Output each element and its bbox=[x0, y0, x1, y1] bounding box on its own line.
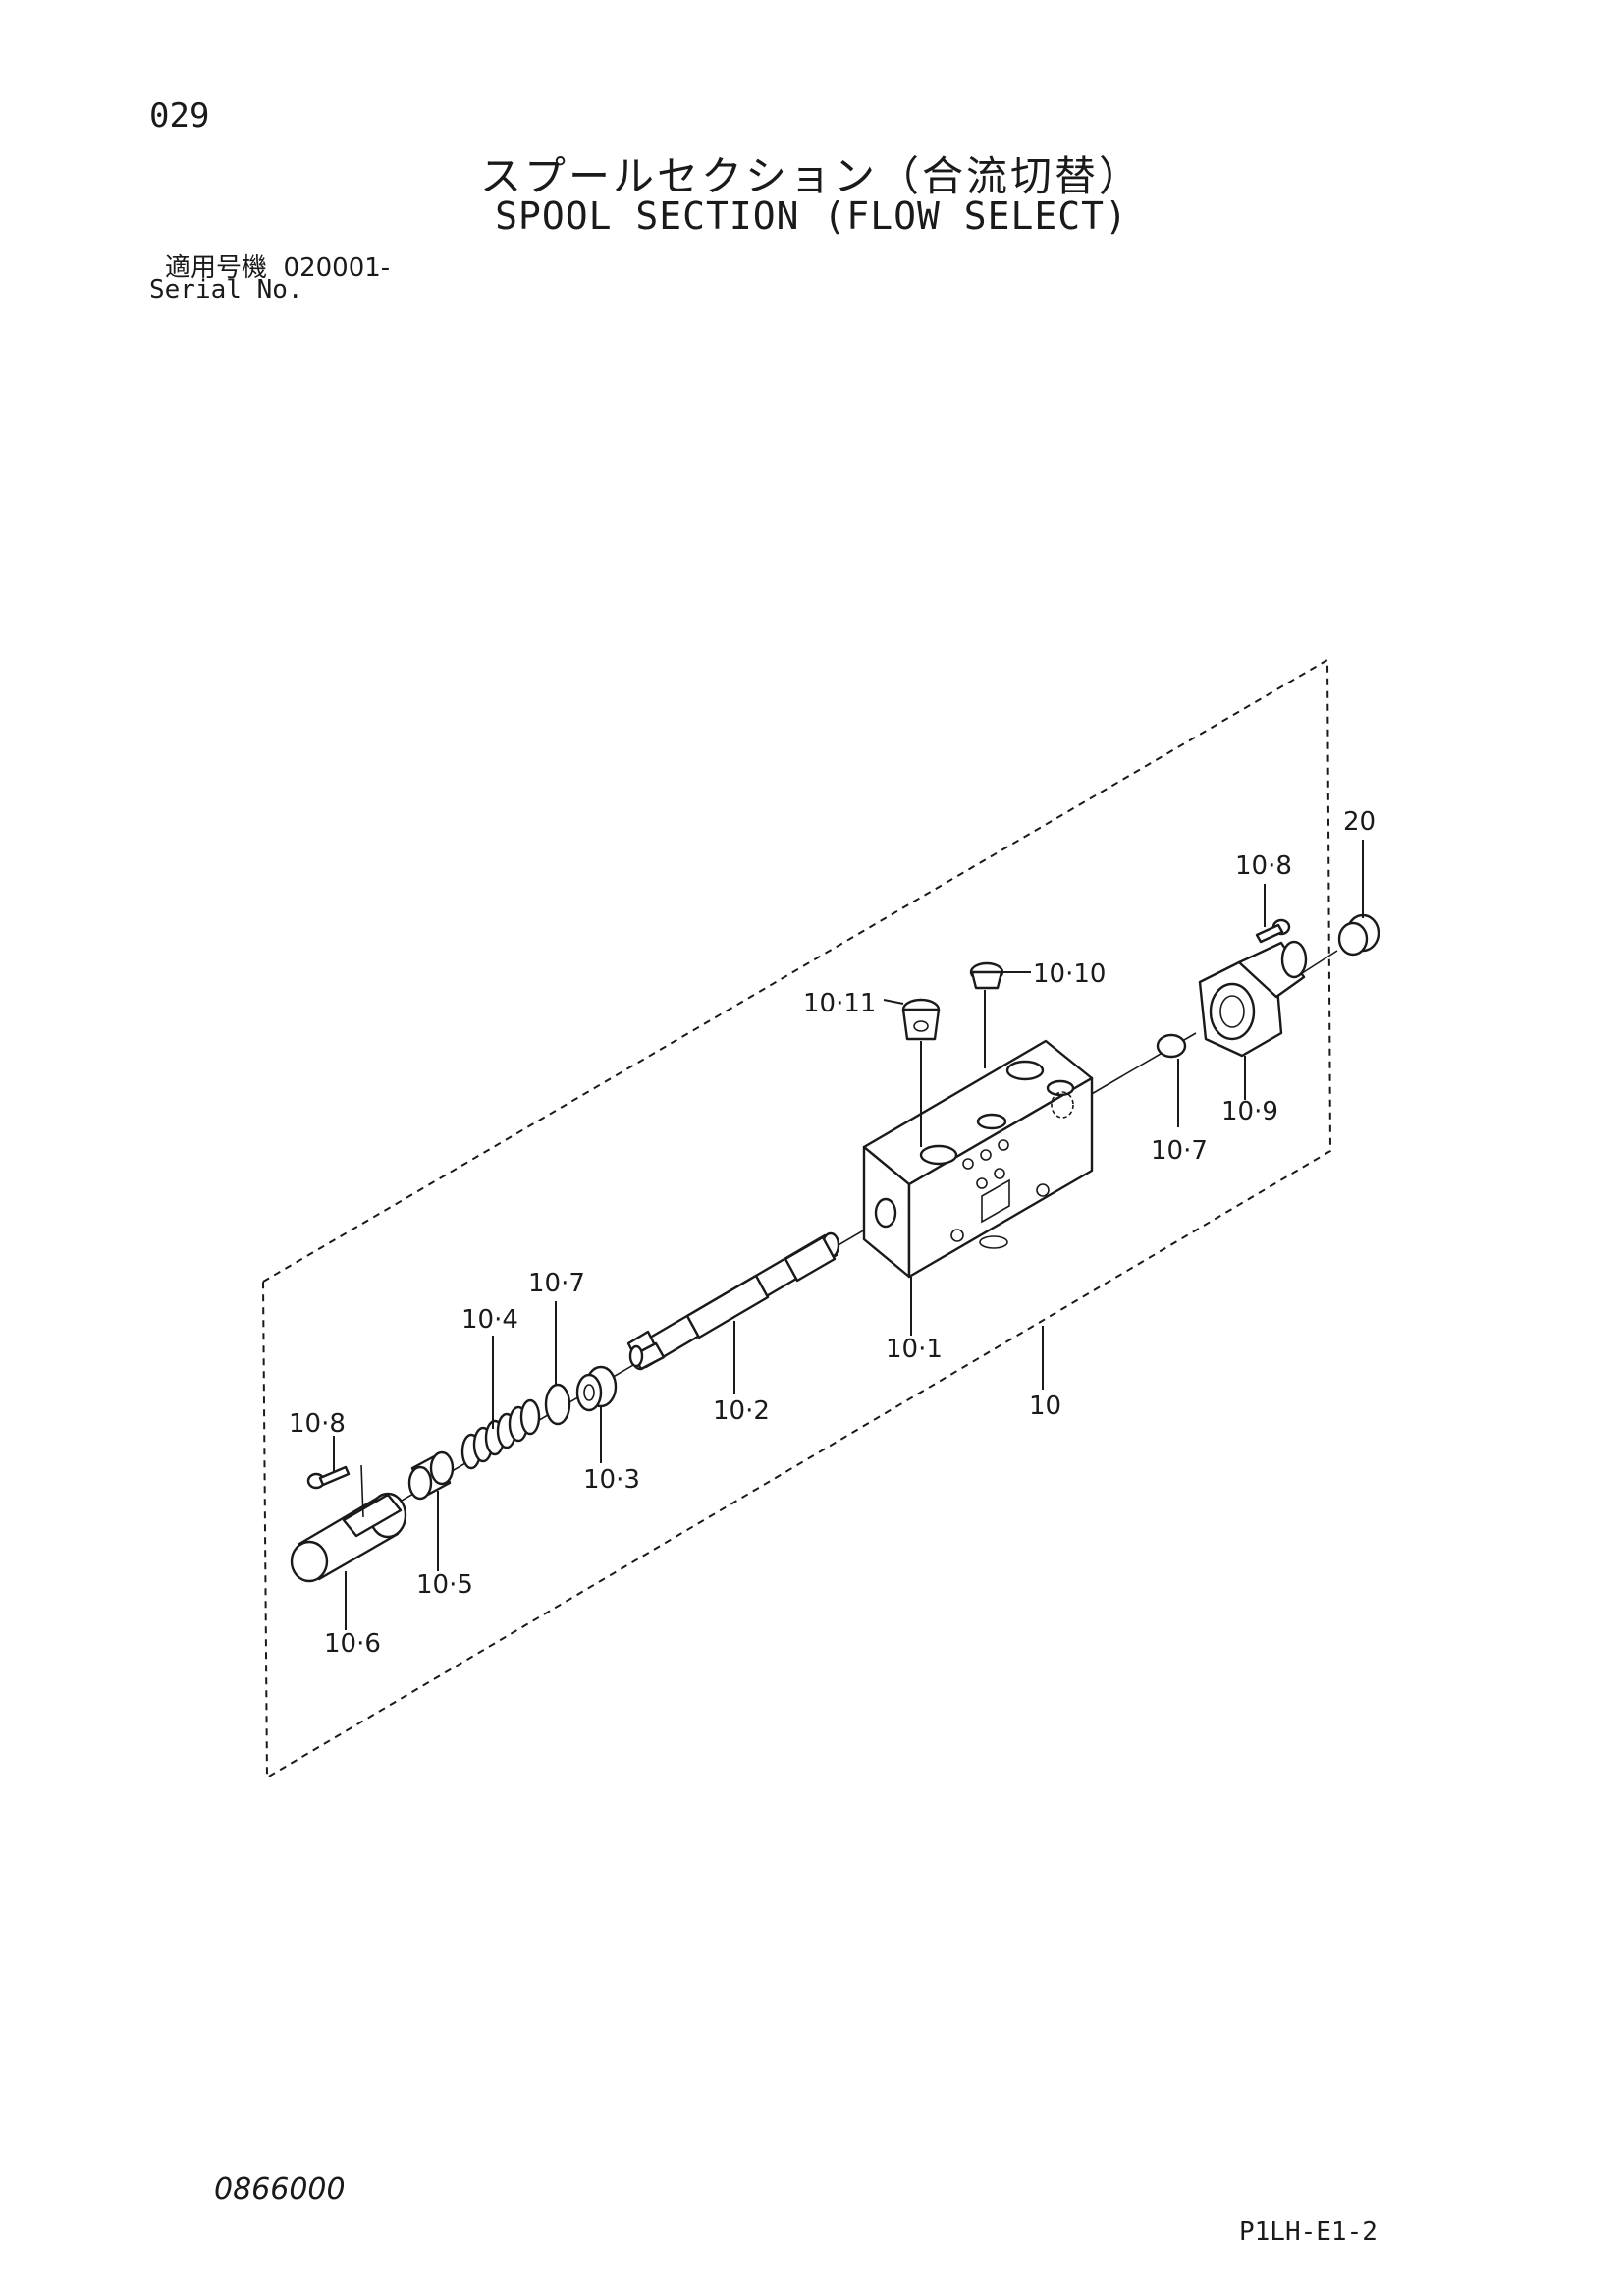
valve-block bbox=[862, 1039, 1094, 1279]
plug-10-11 bbox=[901, 998, 941, 1041]
spacer bbox=[407, 1450, 455, 1501]
label-part-10-8-lower: 10·8 bbox=[289, 1409, 346, 1439]
spool bbox=[626, 1231, 840, 1371]
label-part-10-5: 10·5 bbox=[416, 1570, 473, 1600]
assembly-boundary bbox=[261, 658, 1332, 1779]
page-code: P1LH-E1-2 bbox=[1239, 2217, 1378, 2247]
spring bbox=[460, 1398, 541, 1470]
cover bbox=[1198, 940, 1308, 1058]
label-part-10-10: 10·10 bbox=[1033, 959, 1106, 989]
label-part-20: 20 bbox=[1343, 807, 1376, 837]
plug-20 bbox=[1337, 913, 1380, 957]
label-part-10-1: 10·1 bbox=[886, 1335, 943, 1364]
label-part-10-9: 10·9 bbox=[1221, 1097, 1278, 1126]
serial-label-japanese: 適用号機 020001- bbox=[165, 247, 390, 284]
o-ring-left bbox=[544, 1383, 571, 1426]
label-part-10-11: 10·11 bbox=[803, 989, 876, 1018]
serial-label-jp-text: 適用号機 bbox=[165, 253, 268, 283]
page-title-japanese: スプールセクション（合流切替） bbox=[479, 152, 1143, 200]
label-part-10-8-upper: 10·8 bbox=[1235, 851, 1292, 881]
serial-label-english: Serial No. bbox=[149, 275, 303, 304]
label-part-10-6: 10·6 bbox=[324, 1629, 381, 1659]
cap bbox=[290, 1464, 407, 1583]
label-part-10-2: 10·2 bbox=[713, 1396, 770, 1426]
bolt-upper bbox=[1255, 918, 1291, 944]
label-part-10-7-right: 10·7 bbox=[1151, 1136, 1208, 1166]
o-ring-right bbox=[1156, 1033, 1187, 1059]
label-part-10-7-left: 10·7 bbox=[528, 1269, 585, 1298]
label-part-10-4: 10·4 bbox=[461, 1305, 518, 1335]
label-part-10-3: 10·3 bbox=[583, 1465, 640, 1495]
leader-lines bbox=[333, 840, 1364, 1630]
serial-value: 020001- bbox=[283, 253, 391, 283]
plug-10-10 bbox=[969, 961, 1004, 990]
page-title-english: SPOOL SECTION (FLOW SELECT) bbox=[495, 194, 1128, 238]
label-part-10: 10 bbox=[1029, 1392, 1061, 1421]
plug-10-3 bbox=[575, 1365, 618, 1412]
bolt-lower bbox=[306, 1465, 351, 1490]
page-number: 029 bbox=[149, 96, 210, 136]
document-code: 0866000 bbox=[214, 2172, 346, 2207]
